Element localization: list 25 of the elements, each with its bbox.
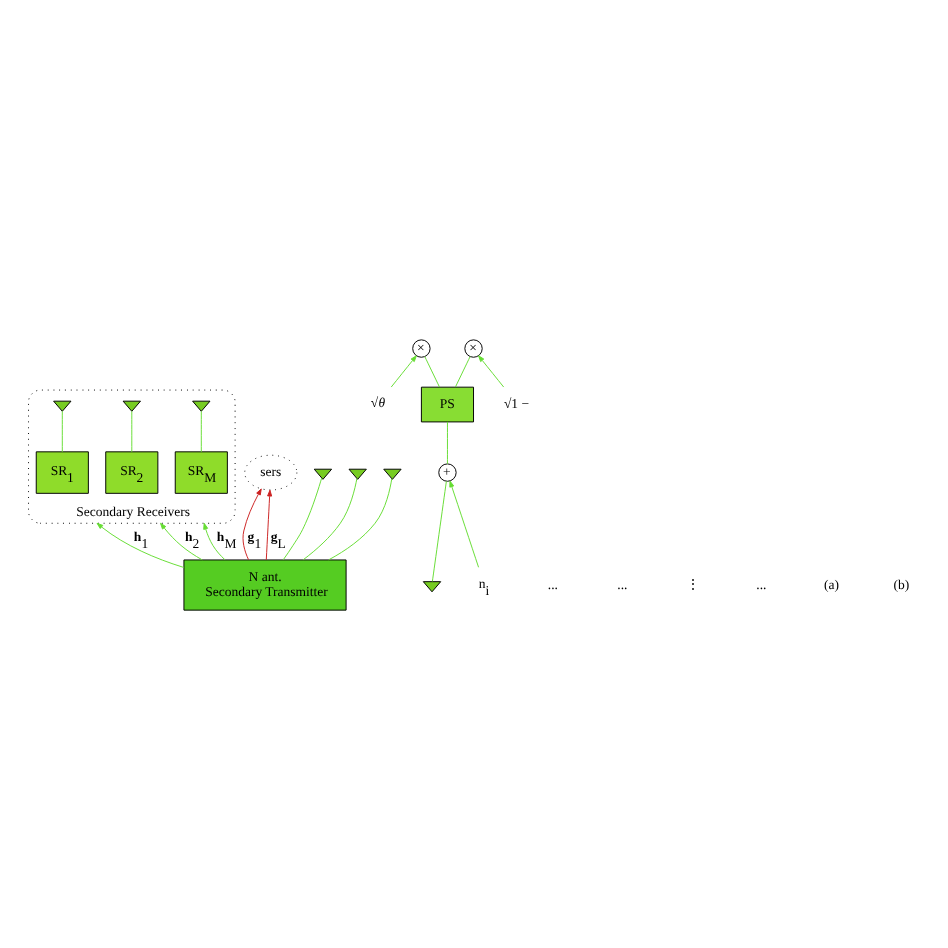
connector xyxy=(328,477,393,560)
node-triangle xyxy=(53,399,72,411)
node-triangle xyxy=(122,399,141,411)
connector xyxy=(454,355,471,387)
connector xyxy=(282,476,323,560)
node-triangle xyxy=(383,467,402,479)
node-triangle xyxy=(348,467,367,479)
connector xyxy=(61,409,63,452)
connector xyxy=(446,420,448,464)
arrow xyxy=(449,479,480,567)
arrow xyxy=(242,487,262,560)
connector xyxy=(302,477,358,560)
node-triangle xyxy=(422,580,442,592)
node-triangle xyxy=(313,467,333,479)
node-triangle xyxy=(192,399,211,411)
connector xyxy=(424,355,440,387)
arrow xyxy=(203,521,226,560)
arrow xyxy=(160,521,203,560)
arrow xyxy=(96,521,185,567)
arrow xyxy=(390,354,417,387)
connector xyxy=(200,409,202,452)
connector xyxy=(131,409,133,452)
arrow xyxy=(265,488,273,560)
connector xyxy=(431,479,447,581)
arrow xyxy=(478,354,505,387)
